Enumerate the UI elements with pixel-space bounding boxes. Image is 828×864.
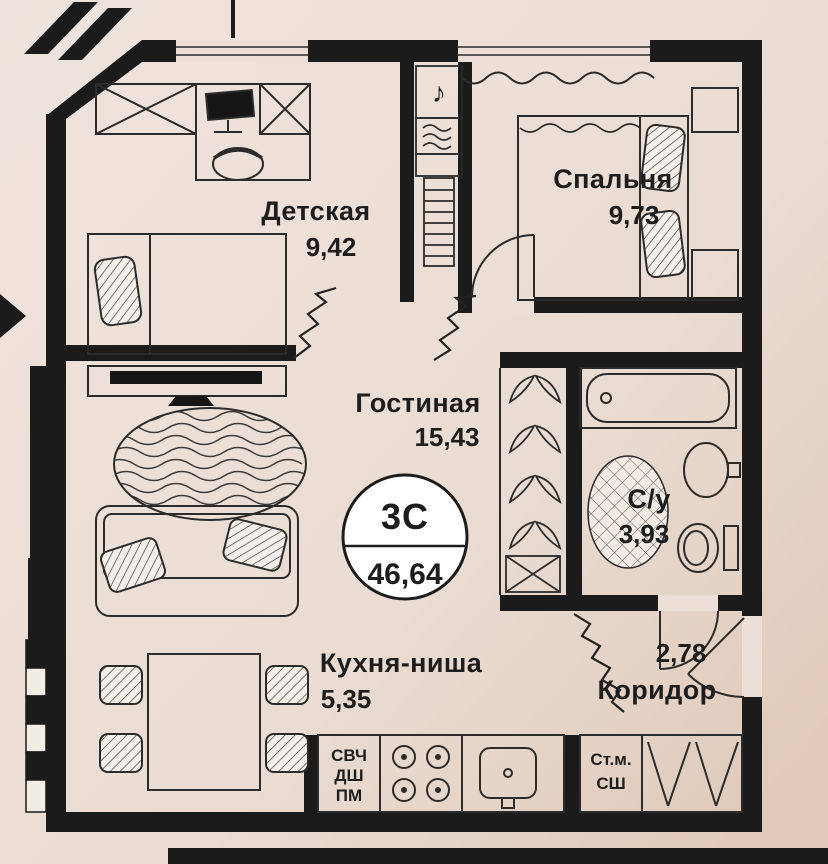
- label-bathroom: С/у: [627, 484, 670, 514]
- label-dryer: СШ: [596, 774, 625, 793]
- tv-console: [87, 365, 287, 406]
- dining-table: [147, 653, 261, 791]
- desk: [195, 83, 311, 181]
- stove: [392, 745, 450, 802]
- corner-hatch-bar: [58, 8, 132, 60]
- zigzag-living: [433, 294, 477, 361]
- label-bedroom: Спальня: [553, 164, 672, 194]
- area-living-room: 15,43: [414, 422, 479, 452]
- label-kitchen-niche: Кухня-ниша: [320, 648, 483, 678]
- doors: [471, 234, 745, 699]
- window-kids: [176, 40, 308, 62]
- area-kitchen-niche: 5,35: [321, 684, 372, 714]
- room-labels: Детская 9,42 Спальня 9,73 Гостиная 15,43…: [261, 164, 716, 714]
- tv: [110, 371, 262, 384]
- zigzag-openings: [293, 286, 625, 713]
- label-dishwasher: ДШ: [334, 766, 363, 785]
- wall-kitchen-stub: [564, 735, 580, 812]
- appliance-labels: СВЧ ДШ ПМ Ст.м. СШ ♪: [331, 77, 632, 805]
- label-laundry-machine: Ст.м.: [590, 750, 631, 769]
- kitchen-counter: [317, 734, 565, 813]
- wall-right-lower: [742, 697, 762, 832]
- living-room-furniture: [87, 365, 309, 791]
- label-living-room: Гостиная: [355, 388, 480, 418]
- bed-pillow: [640, 123, 686, 193]
- zigzag-kids: [293, 286, 337, 359]
- bathroom-fixtures: [579, 367, 741, 573]
- chair: [99, 665, 143, 705]
- total-area: 46,64: [367, 558, 442, 591]
- wall-kids-shaft: [400, 62, 414, 302]
- label-washing: ПМ: [336, 786, 362, 805]
- desk-chair: [212, 147, 264, 181]
- area-corridor: 2,78: [656, 638, 707, 668]
- stair-checker: [25, 639, 47, 813]
- cross-box: [505, 555, 561, 593]
- blanket-wave: [519, 123, 641, 133]
- bathtub: [579, 367, 737, 429]
- door-bathroom: [659, 610, 719, 670]
- sofa-pillow: [222, 518, 288, 572]
- rug: [113, 407, 307, 521]
- area-kids-room: 9,42: [306, 232, 357, 262]
- corner-hatch-bar: [24, 2, 98, 54]
- door-gap-bathroom: [658, 595, 718, 611]
- wall-right-upper: [742, 40, 762, 616]
- chair: [265, 733, 309, 773]
- area-bathroom: 3,93: [619, 519, 670, 549]
- label-microwave: СВЧ: [331, 746, 367, 765]
- corridor-closet-doors: [641, 734, 743, 813]
- sink: [479, 747, 537, 809]
- dining-set: [99, 653, 309, 791]
- curtain-wave: [461, 71, 655, 85]
- wall-bath-left: [566, 352, 582, 611]
- hall-closet: [499, 368, 562, 595]
- openings: [176, 40, 762, 697]
- area-badge: 3С 46,64: [341, 473, 469, 601]
- double-bed: [517, 115, 689, 301]
- kids-pillow: [93, 255, 143, 327]
- bed-pillow: [640, 209, 686, 279]
- door-gap-entry: [742, 616, 762, 697]
- window-bedroom: [458, 40, 650, 62]
- door-bedroom: [471, 234, 535, 298]
- sofa-pillow: [100, 537, 166, 593]
- kids-room-furniture: [87, 83, 311, 355]
- nightstand: [691, 249, 739, 301]
- left-edge-mark: [0, 294, 26, 338]
- tv-stand: [168, 396, 214, 406]
- kitchen-row: [317, 734, 743, 813]
- apartment-type: 3С: [381, 496, 429, 537]
- axis-line: [231, 0, 235, 38]
- label-corridor: Коридор: [598, 675, 717, 705]
- bath-rug: [587, 455, 669, 569]
- wall-left-pilaster: [30, 366, 66, 646]
- wall-bath-bottom: [500, 595, 762, 611]
- toilet: [677, 523, 739, 573]
- music-note-icon: ♪: [432, 77, 446, 108]
- bedroom-furniture: [461, 71, 739, 301]
- chair: [265, 665, 309, 705]
- chair: [99, 733, 143, 773]
- label-kids-room: Детская: [261, 196, 370, 226]
- nightstand: [691, 87, 739, 133]
- utility-shaft: [415, 65, 463, 267]
- washbasin: [683, 442, 741, 498]
- wall-bottom: [46, 812, 762, 832]
- door-entry: [687, 617, 745, 699]
- wall-bath-top: [500, 352, 762, 368]
- radiator: [423, 177, 455, 267]
- kids-bed: [87, 233, 287, 355]
- bottom-bar: [168, 848, 828, 864]
- sofa: [95, 505, 299, 617]
- zigzag-corridor: [573, 613, 625, 713]
- wall-bedroom-left: [458, 62, 472, 313]
- wall-chamfer: [46, 40, 142, 122]
- area-bedroom: 9,73: [609, 200, 660, 230]
